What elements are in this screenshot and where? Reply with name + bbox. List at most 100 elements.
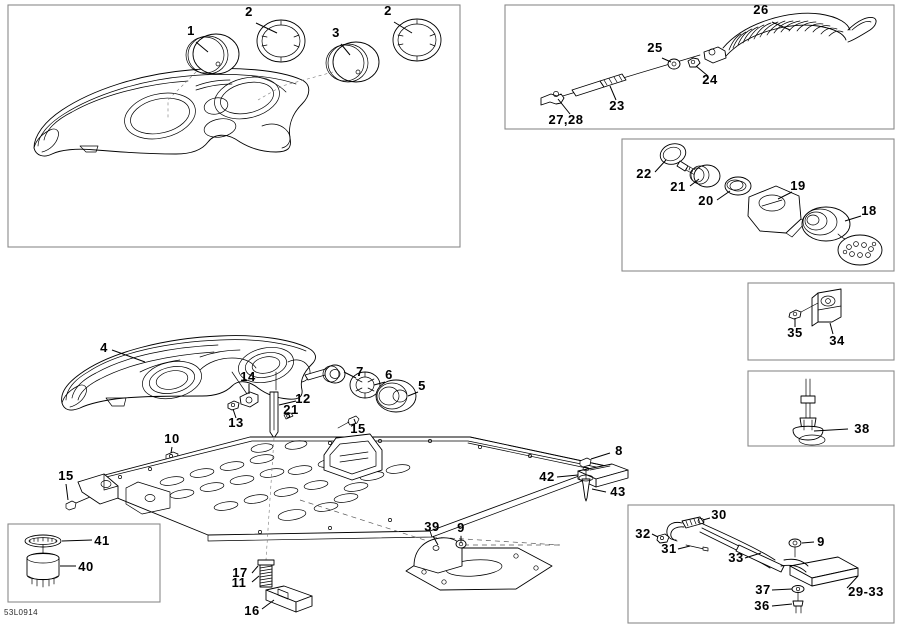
callout-30: 30	[711, 507, 726, 522]
leader-15b	[65, 483, 69, 501]
callout-5: 5	[418, 378, 426, 393]
part-5-bore	[392, 389, 408, 403]
cap-40-tabs	[31, 577, 55, 588]
leader-1	[195, 41, 209, 53]
console-detail-seam-b	[195, 83, 233, 91]
part-6-spokes	[355, 371, 375, 399]
lower-console-rib-1	[71, 344, 219, 399]
callout-14: 14	[240, 369, 256, 384]
bracket-34-hole	[825, 298, 831, 304]
lower-console-top-edge	[65, 339, 307, 401]
cap-grommet-assembly	[24, 534, 93, 588]
panel-bracket-clip	[747, 282, 895, 361]
cap-40-skirt	[27, 575, 59, 581]
leader-4	[111, 349, 146, 363]
gauge-3-bezel-back	[327, 43, 369, 83]
harness-washer-9	[788, 538, 802, 548]
lever-knob-22-inner	[662, 146, 682, 162]
retainer-ring-2-a	[256, 19, 306, 63]
part-14-hole	[245, 396, 253, 404]
console-right-scallop	[261, 123, 291, 149]
callout-17: 17	[232, 565, 247, 580]
leader-32	[651, 533, 659, 538]
leader-2728	[557, 98, 571, 115]
leader-21	[689, 178, 700, 187]
panel-harness	[627, 504, 895, 624]
harness-washer-37-hole	[795, 586, 801, 592]
guide-gauge-1	[167, 71, 197, 120]
lower-console-bridge	[199, 357, 257, 371]
part-15-pin-left	[65, 500, 77, 511]
callout-10: 10	[164, 431, 179, 446]
callout-41: 41	[94, 533, 109, 548]
footplate-right-rail2	[467, 442, 597, 471]
callout-23: 23	[609, 98, 624, 113]
console-shell-inner-edge	[37, 74, 297, 147]
leader-37	[771, 588, 793, 591]
panel-tether-cord	[504, 4, 895, 130]
harness-wire-a	[702, 523, 776, 561]
console-upper-assembly	[33, 18, 442, 157]
callout-labels: 1 2 2 3 26 25 24 23 27,28 22 21 20 19 18…	[58, 2, 883, 618]
part-13-nut	[227, 400, 240, 411]
harness-washer-9-hole	[792, 540, 798, 546]
callout-38: 38	[854, 421, 869, 436]
spring-17-cap	[257, 559, 275, 566]
leader-33	[744, 552, 762, 559]
callout-4: 4	[100, 340, 108, 355]
lower-console-seam-a	[199, 349, 241, 358]
part-5-ring2	[378, 386, 400, 406]
callout-22: 22	[636, 166, 651, 181]
callout-12: 12	[295, 391, 310, 406]
part-15-pin-right-shaft	[337, 421, 350, 429]
gauge-3-stud	[355, 69, 361, 75]
callout-11: 11	[232, 575, 247, 590]
gauge-3-body	[332, 41, 380, 83]
harness-lead-31	[685, 544, 705, 550]
tether-plug-eye	[708, 48, 716, 56]
leader-25	[661, 57, 672, 63]
clip-35-body	[788, 309, 802, 320]
leader-8	[590, 452, 611, 460]
lower-console-left-tab	[105, 397, 127, 407]
oring-41-knurl	[29, 537, 57, 543]
tether-coil-turns	[728, 20, 844, 51]
footplate-inner-bracket	[125, 481, 171, 515]
leader-11	[251, 575, 260, 583]
part-7-hub-back	[322, 365, 340, 383]
footplate-tab-left-hole	[100, 480, 112, 488]
callout-13: 13	[228, 415, 243, 430]
lever-boot-18-r2	[802, 208, 838, 236]
gauge-1-bezel-back	[187, 35, 229, 75]
lower-console-rib-2	[77, 351, 215, 401]
leader-2a	[255, 22, 278, 34]
harness-loop-left-2	[670, 526, 685, 542]
callout-27-28: 27,28	[548, 112, 583, 127]
leader-31	[677, 545, 691, 550]
clip-35-to-bracket	[800, 302, 819, 313]
tether-rib-lines	[603, 75, 623, 86]
leader-3	[340, 43, 351, 56]
part-7-hub	[324, 364, 346, 384]
console-detail-seam-a	[195, 79, 231, 87]
callout-15-left: 15	[58, 468, 73, 483]
part-42-block-slot	[589, 465, 611, 471]
lower-gauge-left-mid	[148, 366, 196, 394]
harness-bolt-36-head	[792, 600, 804, 607]
tether-barrel-23	[571, 80, 605, 97]
lower-console-seam-b	[139, 359, 181, 373]
harness-sleeve-33	[735, 544, 785, 573]
leader-6	[373, 381, 386, 386]
callout-26: 26	[753, 2, 768, 17]
gauge-1-body	[192, 33, 240, 75]
callout-31: 31	[661, 541, 676, 556]
tether-plug-body	[703, 46, 727, 64]
harness-lead-into-box-2	[780, 564, 807, 573]
bracket-34-boss	[820, 295, 836, 307]
part-8-pin	[579, 457, 592, 468]
lever-knob-22-neck	[676, 160, 689, 172]
callout-8: 8	[615, 443, 623, 458]
harness-terminal-32	[656, 533, 670, 544]
callout-3: 3	[332, 25, 340, 40]
lever-bushing-21-c	[689, 167, 705, 183]
